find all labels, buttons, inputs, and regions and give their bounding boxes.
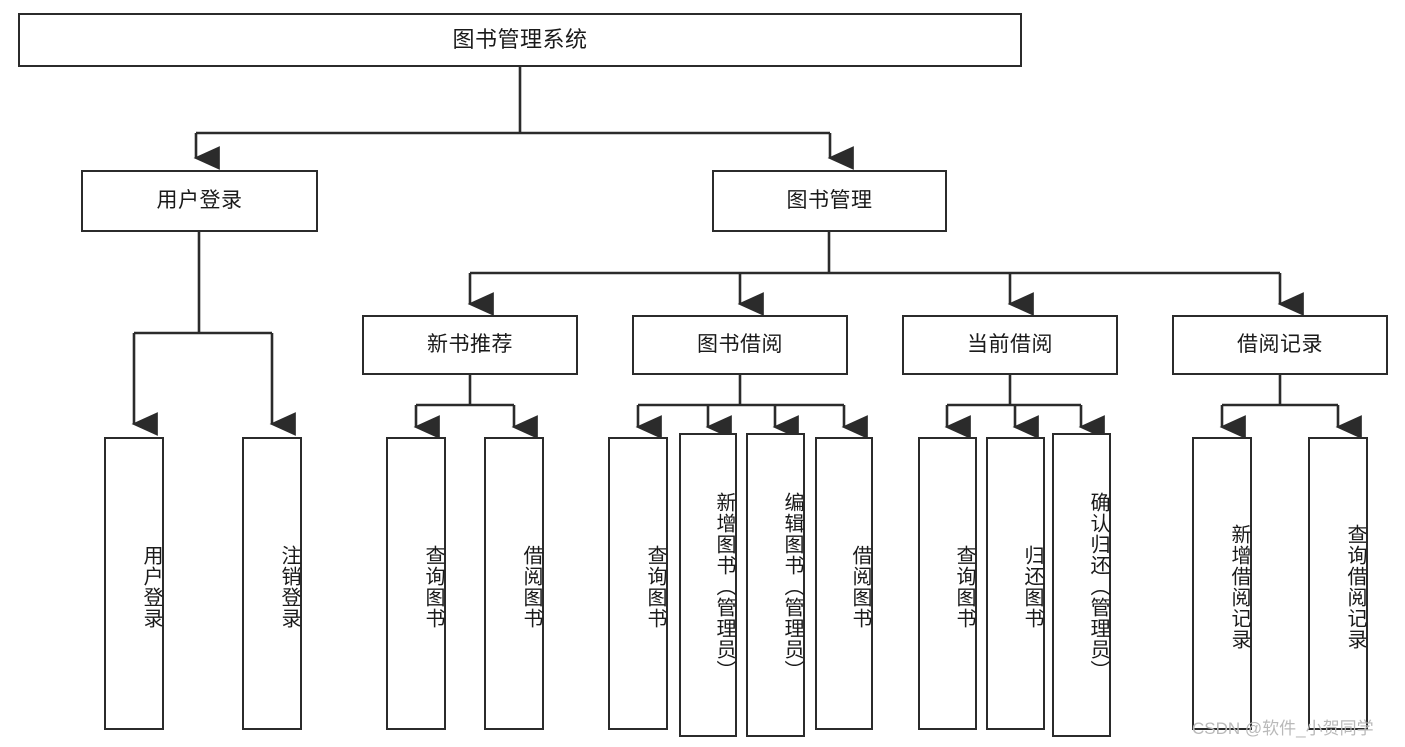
leaf-add-book[interactable]: 新增图书（管理员） [679,433,737,737]
node-root[interactable]: 图书管理系统 [18,13,1022,67]
leaf-query-book-2[interactable]: 查询图书 [608,437,668,730]
leaf-query-record[interactable]: 查询借阅记录 [1308,437,1368,730]
node-new-book-recommend[interactable]: 新书推荐 [362,315,578,375]
leaf-edit-book[interactable]: 编辑图书（管理员） [746,433,805,737]
leaf-query-book-3[interactable]: 查询图书 [918,437,977,730]
node-borrow-record[interactable]: 借阅记录 [1172,315,1388,375]
leaf-logout[interactable]: 注销登录 [242,437,302,730]
node-user-login[interactable]: 用户登录 [81,170,318,232]
leaf-return-book[interactable]: 归还图书 [986,437,1045,730]
leaf-add-record[interactable]: 新增借阅记录 [1192,437,1252,730]
leaf-confirm-return[interactable]: 确认归还（管理员） [1052,433,1111,737]
leaf-user-login[interactable]: 用户登录 [104,437,164,730]
node-current-borrow[interactable]: 当前借阅 [902,315,1118,375]
leaf-query-book-1[interactable]: 查询图书 [386,437,446,730]
leaf-borrow-book-1[interactable]: 借阅图书 [484,437,544,730]
csdn-watermark: CSDN @软件_小贺同学 [1192,719,1374,738]
node-book-manage[interactable]: 图书管理 [712,170,947,232]
node-book-borrow[interactable]: 图书借阅 [632,315,848,375]
leaf-borrow-book-2[interactable]: 借阅图书 [815,437,873,730]
